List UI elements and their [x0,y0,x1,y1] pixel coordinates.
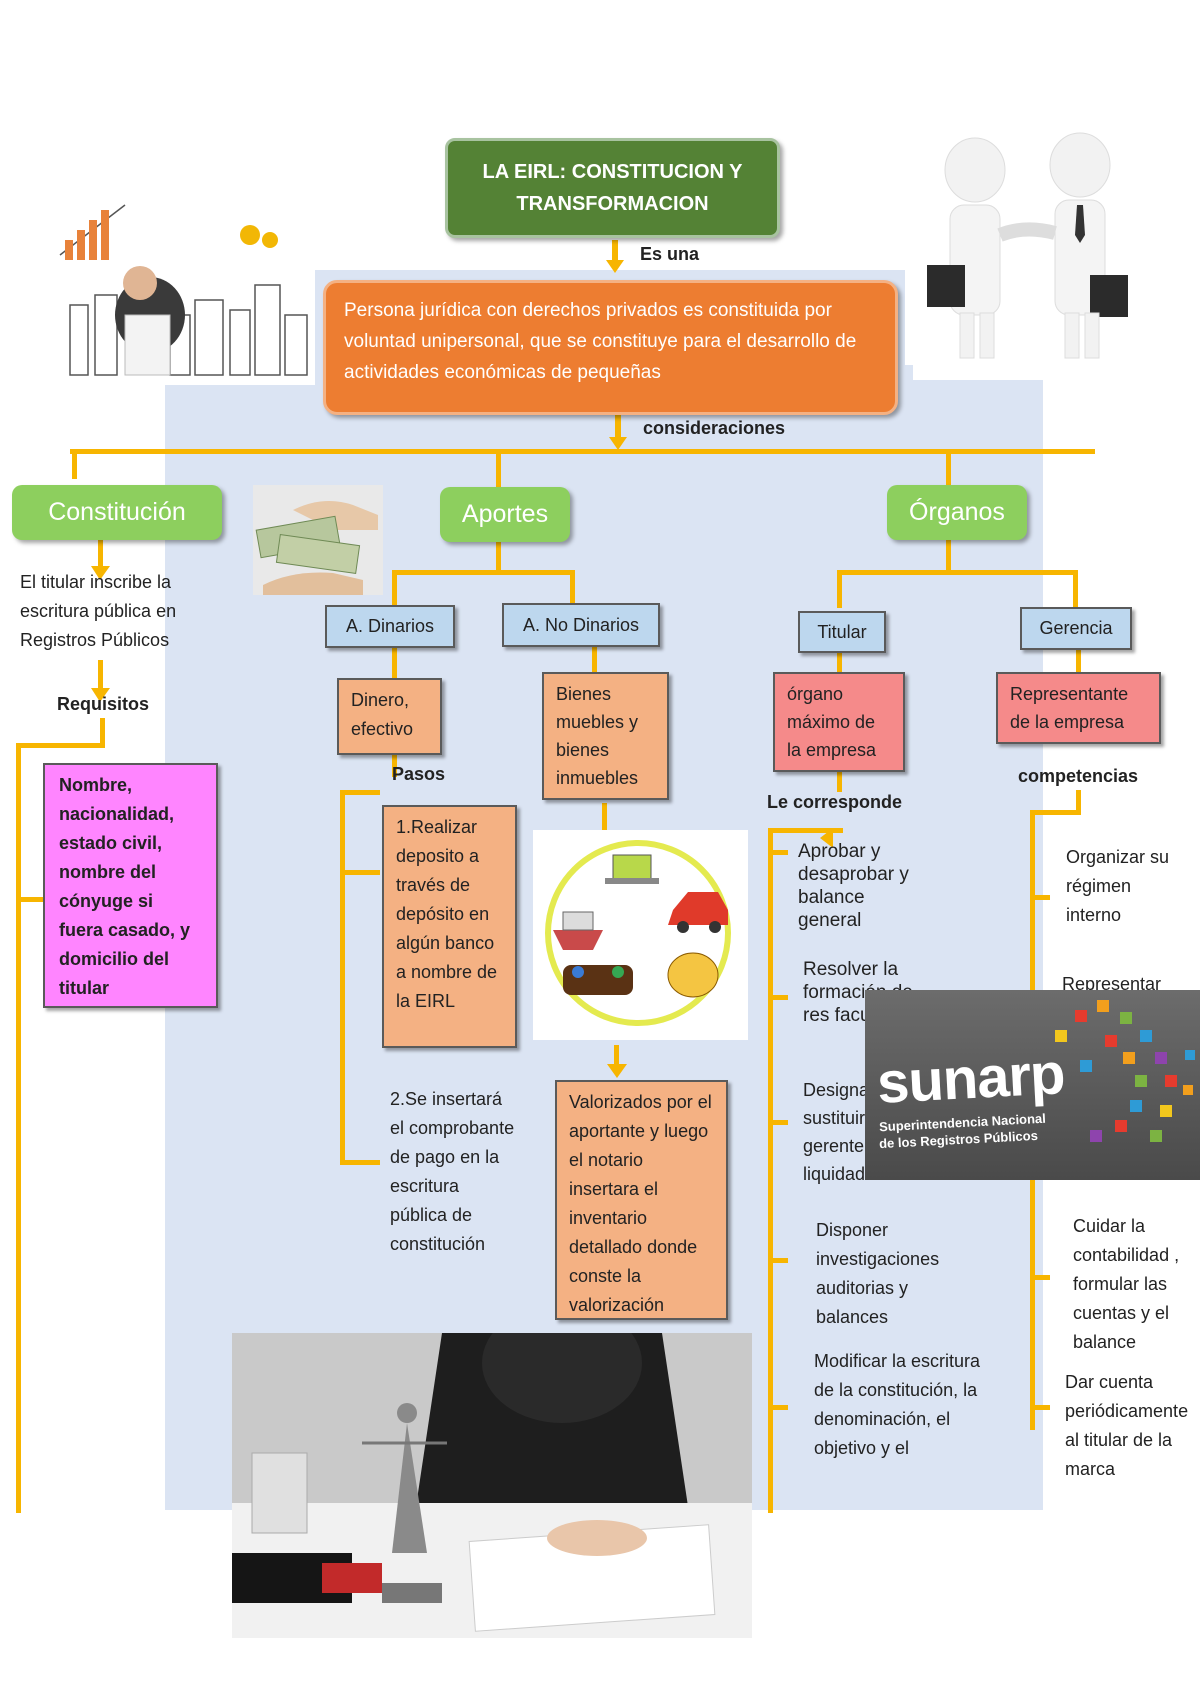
titular-box-text: órgano máximo de la empresa [787,684,877,760]
dinero-efectivo-text: Dinero, efectivo [351,690,414,739]
money-photo [253,485,383,595]
gerencia-box: Representante de la empresa [996,672,1161,744]
titular-item-4: Disponer investigaciones auditorias y ba… [816,1220,940,1327]
node-constitucion: Constitución [12,485,222,540]
definition-text: Persona jurídica con derechos privados e… [344,300,857,383]
valorizados-text: Valorizados por el aportante y luego el … [569,1092,712,1315]
paso-1-box: 1.Realizar deposito a través de depósito… [382,805,517,1048]
valorizados-box: Valorizados por el aportante y luego el … [555,1080,728,1320]
gerencia-box-text: Representante de la empresa [1010,684,1129,732]
titular-item-1: Aprobar y desaprobar y balance general [798,841,909,931]
goods-illustration [533,830,748,1040]
bienes-text: Bienes muebles y bienes inmuebles [556,684,639,788]
definition-box: Persona jurídica con derechos privados e… [323,280,898,415]
page-title: LA EIRL: CONSTITUCION Y TRANSFORMACION [482,161,743,215]
titular-item-3: Designar sustituir gerente liquidadores [803,1080,901,1184]
requisitos-text: Nombre, nacionalidad, estado civil, nomb… [59,775,191,998]
connector-label-es-una: Es una [640,244,700,264]
notary-photo [232,1333,752,1638]
competencias-label: competencias [1018,766,1139,786]
label-titular: Titular [798,611,886,653]
gerencia-item-1: Organizar su régimen interno [1066,847,1170,925]
sunarp-wordmark: sunarp [875,1041,1066,1116]
titular-box: órgano máximo de la empresa [773,672,905,772]
label-gerencia: Gerencia [1020,607,1132,650]
requisitos-box: Nombre, nacionalidad, estado civil, nomb… [43,763,218,1008]
connector-label-consideraciones: consideraciones [643,418,786,438]
paso-1-text: 1.Realizar deposito a través de depósito… [396,817,498,1011]
titular-item-5: Modificar la escritura de la constitució… [814,1351,981,1458]
sunarp-logo: sunarp Superintendencia Nacional de los … [865,990,1200,1180]
gerencia-item-2: Representar [1062,974,1162,994]
gerencia-item-4: Dar cuenta periódicamente al titular de … [1065,1372,1189,1479]
business-idea-illustration [40,195,315,385]
label-a-dinarios: A. Dinarios [325,605,455,648]
requisitos-label: Requisitos [57,694,150,714]
handshake-illustration [905,125,1145,365]
sunarp-burst-graphic [1055,1000,1195,1142]
node-organos: Órganos [887,485,1027,540]
paso-2-text: 2.Se insertará el comprobante de pago en… [390,1089,515,1254]
title-box: LA EIRL: CONSTITUCION Y TRANSFORMACION [445,138,780,238]
bienes-box: Bienes muebles y bienes inmuebles [542,672,669,800]
pasos-label: Pasos [392,764,446,784]
label-a-no-dinarios: A. No Dinarios [502,603,660,647]
node-aportes: Aportes [440,487,570,542]
gerencia-item-3: Cuidar la contabilidad , formular las cu… [1073,1216,1180,1352]
le-corresponde-label: Le corresponde [767,792,903,812]
dinero-efectivo-box: Dinero, efectivo [337,678,442,755]
constitucion-text: El titular inscribe la escritura pública… [20,572,177,650]
